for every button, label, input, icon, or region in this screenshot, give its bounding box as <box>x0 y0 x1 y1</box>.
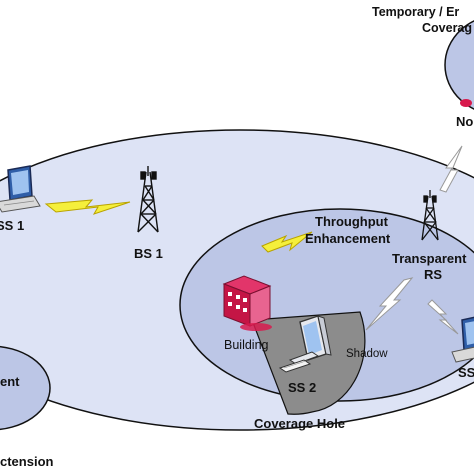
ss1-label: SS 1 <box>0 218 24 233</box>
building-label: Building <box>224 338 269 352</box>
tower-icon <box>137 166 159 233</box>
transparent-rs-label-line2: RS <box>424 267 442 282</box>
temporary-coverage-cell <box>444 20 474 110</box>
lightning-link-icon <box>44 199 131 215</box>
lightning-link-icon <box>439 145 463 193</box>
link-relay-ss2 <box>365 277 414 331</box>
link-bs-relay <box>261 231 313 253</box>
shadow-label: Shadow <box>346 348 388 360</box>
transparent-rs-label-line1: Transparent <box>392 251 467 266</box>
lightning-link-icon <box>427 299 459 335</box>
bs1-label: BS 1 <box>134 246 163 261</box>
temporary-cell-node <box>460 99 472 107</box>
throughput-label-line1: Throughput <box>315 214 389 229</box>
tower-icon <box>421 190 439 241</box>
building-icon <box>222 275 272 331</box>
transparent-rs-tower <box>421 190 439 241</box>
extension-cell <box>0 345 51 431</box>
laptop-icon <box>451 316 474 363</box>
enhancement-partial-label: ent <box>0 374 20 389</box>
inner-relay-cell <box>179 208 474 402</box>
lightning-link-icon <box>261 231 313 253</box>
building <box>222 275 272 331</box>
link-relay-top <box>439 145 463 193</box>
temporary-coverage-label-line1: Temporary / Er <box>372 5 459 19</box>
ss-right-label: SS <box>458 365 474 380</box>
temporary-coverage-label-line2: Coverag <box>422 21 472 35</box>
throughput-label-line2: Enhancement <box>305 231 391 246</box>
extension-partial-label: ctension <box>0 454 54 469</box>
non-transparent-rs-label: No <box>456 114 473 129</box>
ss2-label: SS 2 <box>288 380 316 395</box>
link-ss1-bs1 <box>44 199 131 215</box>
link-relay-ss-right <box>427 299 459 335</box>
ss2-desktop <box>278 315 332 373</box>
bs1-tower <box>137 166 159 233</box>
ss-right-laptop <box>451 316 474 363</box>
laptop-icon <box>0 165 41 213</box>
ss1-laptop <box>0 165 41 213</box>
desktop-computer-icon <box>278 315 332 373</box>
lightning-link-icon <box>365 277 414 331</box>
coverage-hole-label: Coverage Hole <box>254 416 345 431</box>
